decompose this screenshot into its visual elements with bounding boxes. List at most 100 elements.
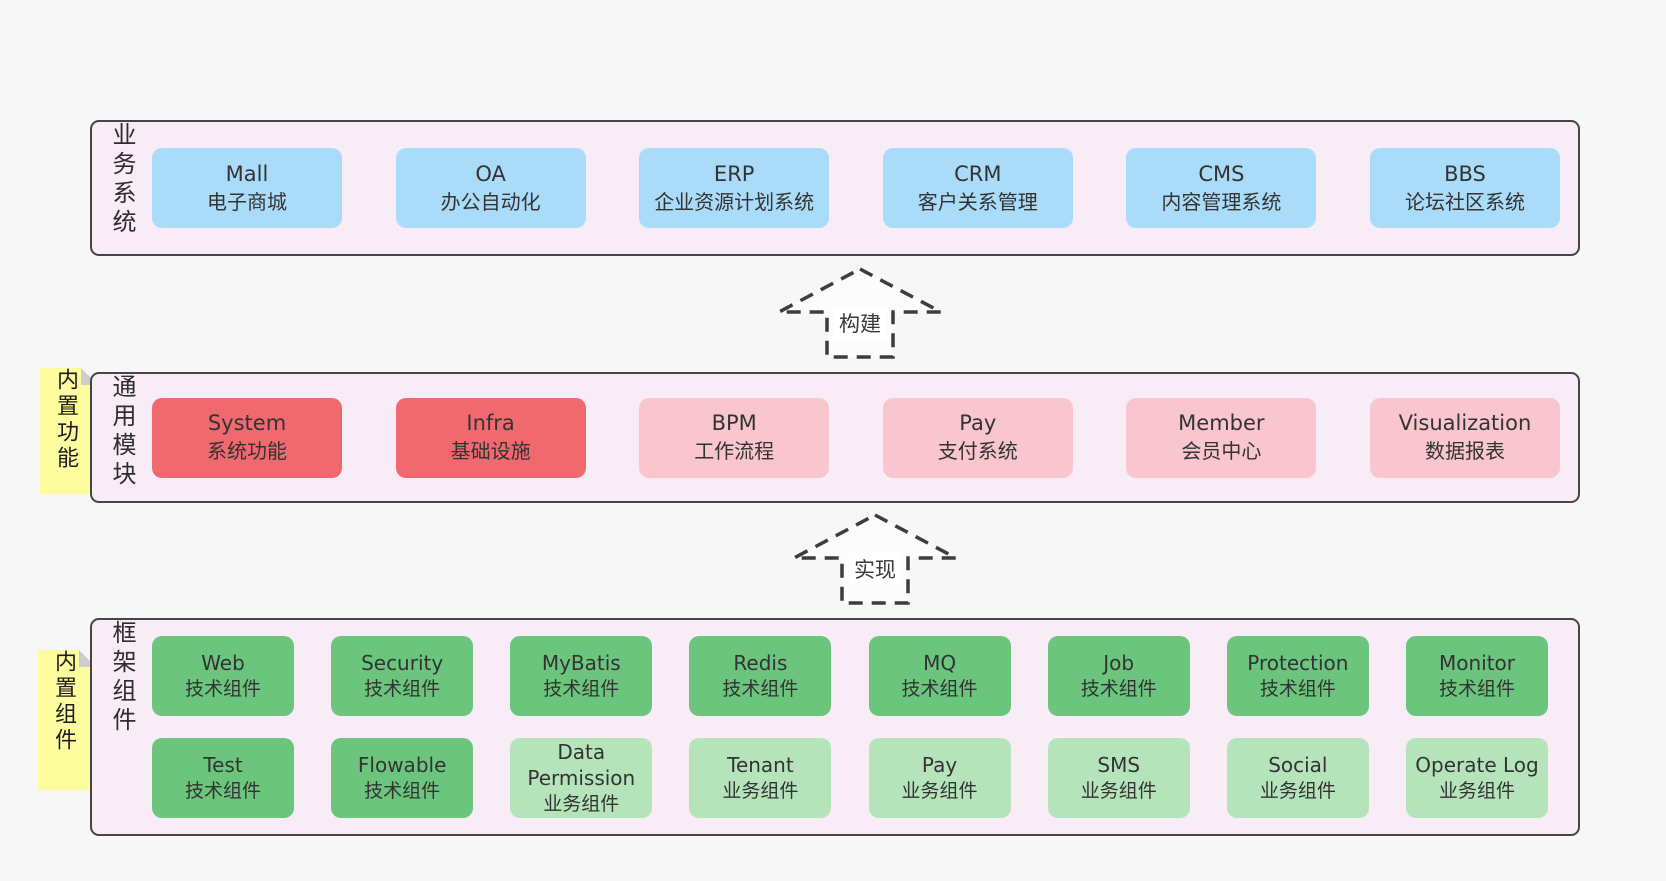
box-title: MQ bbox=[923, 651, 957, 676]
sticky-note-built-in-components: 内置组件 bbox=[38, 650, 96, 790]
band-business-systems: 业务系统 Mall 电子商城 OA 办公自动化 ERP 企业资源计划系统 CRM… bbox=[90, 120, 1580, 256]
band-framework-components: 框架组件 Web 技术组件 Security 技术组件 MyBatis 技术组件… bbox=[90, 618, 1580, 836]
box-title: Protection bbox=[1247, 651, 1349, 676]
build-arrow-label: 构建 bbox=[834, 307, 886, 339]
box-title: Visualization bbox=[1398, 411, 1532, 436]
box-title: Redis bbox=[733, 651, 788, 676]
box-bbs: BBS 论坛社区系统 bbox=[1369, 148, 1560, 228]
box-subtitle: 业务组件 bbox=[1438, 779, 1515, 802]
box-mall: Mall 电子商城 bbox=[152, 148, 342, 228]
box-title: Job bbox=[1103, 651, 1135, 676]
box-title: Pay bbox=[921, 753, 958, 778]
box-title: Infra bbox=[466, 411, 515, 436]
box-title: SMS bbox=[1097, 753, 1141, 778]
box-subtitle: 技术组件 bbox=[364, 779, 441, 802]
box-title: OA bbox=[475, 161, 506, 186]
box-test: Test 技术组件 bbox=[152, 738, 294, 818]
band-common-modules: 通用模块 System 系统功能 Infra 基础设施 BPM 工作流程 Pay… bbox=[90, 372, 1580, 503]
framework-components-box-grid: Web 技术组件 Security 技术组件 MyBatis 技术组件 Redi… bbox=[152, 620, 1548, 834]
box-subtitle: 技术组件 bbox=[543, 677, 620, 700]
box-subtitle: 技术组件 bbox=[364, 677, 441, 700]
box-title: MyBatis bbox=[541, 651, 621, 676]
box-subtitle: 业务组件 bbox=[543, 792, 620, 815]
box-subtitle: 技术组件 bbox=[184, 779, 261, 802]
box-bpm: BPM 工作流程 bbox=[639, 397, 830, 478]
box-subtitle: 办公自动化 bbox=[440, 189, 541, 214]
business-systems-box-row: Mall 电子商城 OA 办公自动化 ERP 企业资源计划系统 CRM 客户关系… bbox=[152, 122, 1560, 254]
box-subtitle: 内容管理系统 bbox=[1161, 189, 1282, 214]
box-title: Data Permission bbox=[527, 740, 636, 791]
box-data-permission: Data Permission 业务组件 bbox=[510, 738, 653, 818]
box-title: System bbox=[207, 411, 287, 436]
box-pay-system: Pay 支付系统 bbox=[882, 397, 1073, 478]
box-subtitle: 技术组件 bbox=[1438, 677, 1515, 700]
box-subtitle: 技术组件 bbox=[901, 677, 978, 700]
box-subtitle: 系统功能 bbox=[207, 439, 287, 464]
box-title: Flowable bbox=[357, 753, 447, 778]
box-title: CMS bbox=[1198, 161, 1245, 186]
box-erp: ERP 企业资源计划系统 bbox=[639, 148, 830, 228]
sticky-note-built-in-features: 内置功能 bbox=[40, 368, 98, 494]
box-subtitle: 工作流程 bbox=[694, 439, 775, 464]
box-protection: Protection 技术组件 bbox=[1226, 636, 1369, 716]
box-subtitle: 数据报表 bbox=[1424, 439, 1505, 464]
box-title: Mall bbox=[225, 161, 269, 186]
common-modules-box-row: System 系统功能 Infra 基础设施 BPM 工作流程 Pay 支付系统… bbox=[152, 374, 1560, 501]
box-sms: SMS 业务组件 bbox=[1047, 738, 1190, 818]
box-title: Monitor bbox=[1438, 651, 1515, 676]
box-subtitle: 客户关系管理 bbox=[917, 189, 1038, 214]
box-subtitle: 企业资源计划系统 bbox=[654, 189, 815, 214]
box-member: Member 会员中心 bbox=[1126, 397, 1317, 478]
box-system: System 系统功能 bbox=[152, 397, 342, 478]
box-subtitle: 业务组件 bbox=[722, 779, 799, 802]
box-job: Job 技术组件 bbox=[1047, 636, 1190, 716]
box-subtitle: 业务组件 bbox=[1259, 779, 1336, 802]
box-title: BBS bbox=[1444, 161, 1486, 186]
box-redis: Redis 技术组件 bbox=[689, 636, 832, 716]
box-flowable: Flowable 技术组件 bbox=[331, 738, 474, 818]
framework-components-row-1: Web 技术组件 Security 技术组件 MyBatis 技术组件 Redi… bbox=[152, 636, 1548, 716]
box-subtitle: 技术组件 bbox=[1080, 677, 1157, 700]
box-title: CRM bbox=[954, 161, 1002, 186]
box-subtitle: 基础设施 bbox=[450, 439, 531, 464]
implement-arrow: 实现 bbox=[790, 512, 960, 606]
box-oa: OA 办公自动化 bbox=[395, 148, 586, 228]
box-subtitle: 业务组件 bbox=[1080, 779, 1157, 802]
box-operate-log: Operate Log 业务组件 bbox=[1405, 738, 1548, 818]
box-title: Social bbox=[1268, 753, 1328, 778]
box-subtitle: 技术组件 bbox=[184, 677, 261, 700]
box-title: Member bbox=[1178, 411, 1265, 436]
box-cms: CMS 内容管理系统 bbox=[1126, 148, 1317, 228]
sticky-note-label: 内置功能 bbox=[53, 368, 78, 472]
box-title: Security bbox=[361, 651, 444, 676]
build-arrow: 构建 bbox=[775, 266, 945, 360]
box-tenant: Tenant 业务组件 bbox=[689, 738, 832, 818]
box-social: Social 业务组件 bbox=[1226, 738, 1369, 818]
sticky-note-label: 内置组件 bbox=[51, 650, 76, 754]
box-title: Operate Log bbox=[1415, 753, 1539, 778]
box-mybatis: MyBatis 技术组件 bbox=[510, 636, 653, 716]
box-subtitle: 业务组件 bbox=[901, 779, 978, 802]
box-security: Security 技术组件 bbox=[331, 636, 474, 716]
band-label-business-systems: 业务系统 bbox=[108, 122, 136, 238]
box-title: Tenant bbox=[727, 753, 794, 778]
box-subtitle: 技术组件 bbox=[1259, 677, 1336, 700]
box-web: Web 技术组件 bbox=[152, 636, 294, 716]
box-visualization: Visualization 数据报表 bbox=[1369, 397, 1560, 478]
box-title: ERP bbox=[713, 161, 755, 186]
box-subtitle: 会员中心 bbox=[1181, 439, 1262, 464]
box-subtitle: 电子商城 bbox=[207, 189, 287, 214]
box-infra: Infra 基础设施 bbox=[395, 397, 586, 478]
band-label-framework-components: 框架组件 bbox=[108, 620, 136, 736]
implement-arrow-label: 实现 bbox=[849, 553, 901, 585]
band-label-common-modules: 通用模块 bbox=[108, 374, 136, 490]
box-mq: MQ 技术组件 bbox=[868, 636, 1011, 716]
box-title: Test bbox=[203, 753, 243, 778]
box-title: Pay bbox=[959, 411, 997, 436]
box-crm: CRM 客户关系管理 bbox=[882, 148, 1073, 228]
box-subtitle: 支付系统 bbox=[937, 439, 1018, 464]
box-subtitle: 技术组件 bbox=[722, 677, 799, 700]
box-title: Web bbox=[201, 651, 245, 676]
box-subtitle: 论坛社区系统 bbox=[1404, 189, 1525, 214]
box-pay-component: Pay 业务组件 bbox=[868, 738, 1011, 818]
